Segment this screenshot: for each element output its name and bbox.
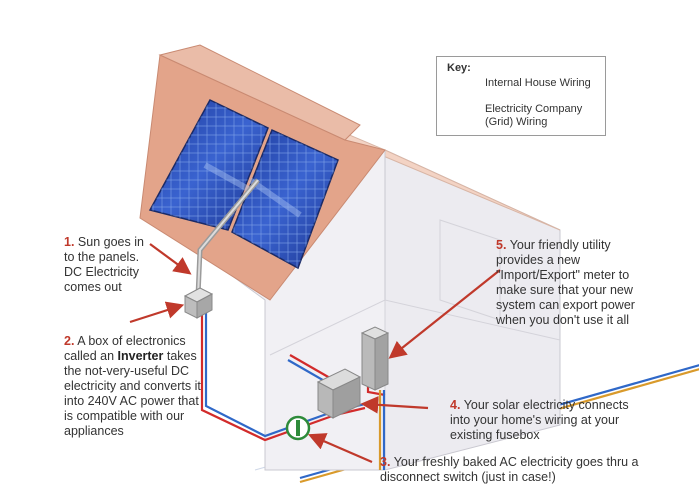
step-5-text: Your friendly utility provides a new "Im… [496,238,635,327]
step-2-number: 2. [64,334,75,348]
step-4-text: Your solar electricity connects into you… [450,398,629,442]
step-1-text: Sun goes in to the panels. DC Electricit… [64,235,144,294]
step-2-inverter-term: Inverter [117,349,164,363]
step-3-number: 3. [380,455,391,469]
step-4-number: 4. [450,398,461,412]
legend-grid-wiring: Electricity Company (Grid) Wiring [485,103,583,128]
step-2-text-post: takes the not-very-useful DC electricity… [64,349,201,438]
step-2-text-pre: A box of electronics called an [64,334,186,363]
step-1-number: 1. [64,235,75,249]
step-5-label: 5. Your friendly utility provides a new … [496,238,646,328]
legend-internal-wiring: Internal House Wiring [485,77,591,89]
step-3-text: Your freshly baked AC electricity goes t… [380,455,639,484]
legend-key: Key: Internal House Wiring Electricity C… [436,56,606,136]
disconnect-switch-icon [285,415,311,441]
inverter-box [183,287,214,319]
fusebox [316,368,362,419]
callout-arrows [129,243,501,464]
import-export-meter [360,326,390,391]
step-2-label: 2. A box of electronics called an Invert… [64,334,204,439]
legend-title: Key: [447,62,471,74]
step-3-label: 3. Your freshly baked AC electricity goe… [380,455,640,485]
step-4-label: 4. Your solar electricity connects into … [450,398,640,443]
roof-ridge [158,44,361,141]
step-1-label: 1. Sun goes in to the panels. DC Electri… [64,235,156,295]
step-5-number: 5. [496,238,507,252]
